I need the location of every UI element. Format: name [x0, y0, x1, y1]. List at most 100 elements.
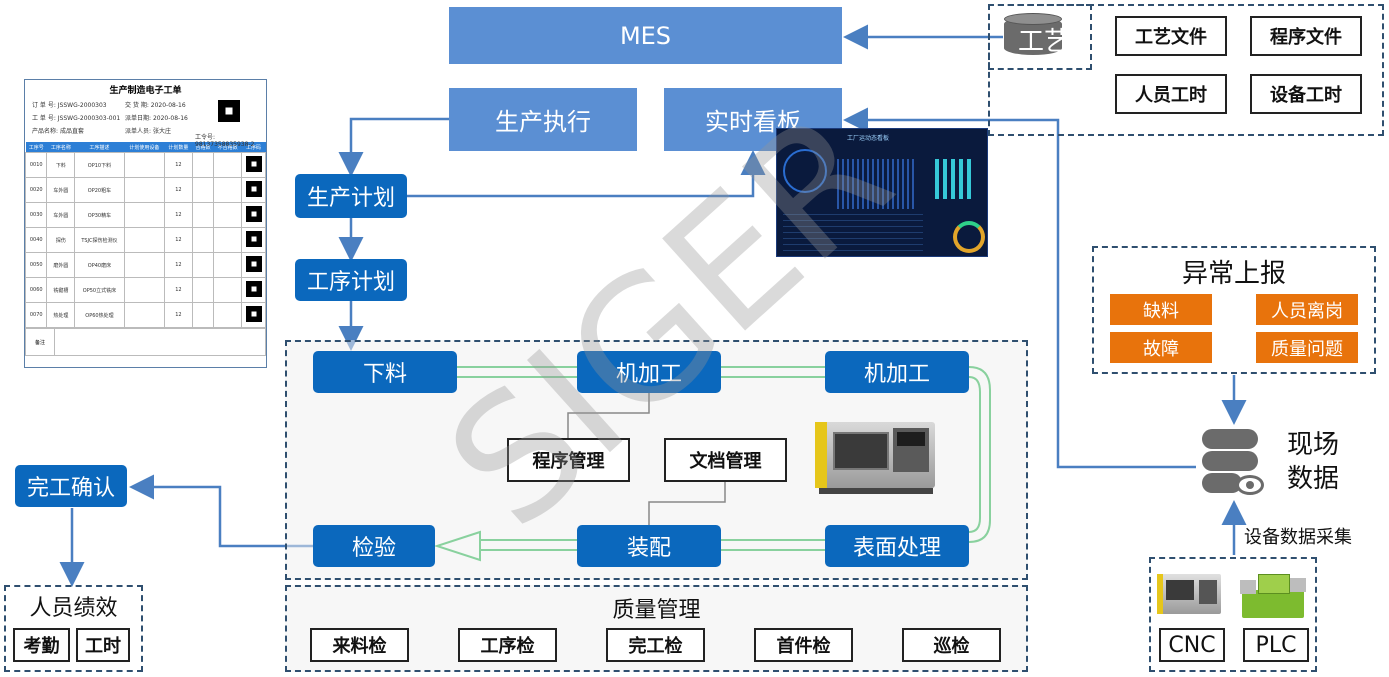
table-cell: 12: [164, 277, 193, 303]
table-cell: [191, 277, 215, 303]
work-order-header-cell: 计划使用设备: [124, 142, 165, 153]
qr-code-icon: [245, 256, 262, 272]
table-cell: 12: [164, 227, 193, 253]
table-cell: [241, 152, 266, 178]
field-data-label: 现场 数据: [1287, 428, 1339, 496]
table-cell: [241, 277, 266, 303]
dashboard-radar: [783, 149, 827, 193]
quality-issue-label: 质量问题: [1271, 338, 1343, 360]
device-data-collection-label: 设备数据采集: [1244, 527, 1352, 548]
table-cell: [213, 302, 243, 328]
table-cell: 0050: [24, 252, 48, 278]
staff-absent-box: 人员离岗: [1256, 294, 1358, 325]
program-management-label: 程序管理: [532, 451, 605, 472]
material-shortage-box: 缺料: [1110, 294, 1212, 325]
issue-date: 2020-08-16: [152, 115, 188, 122]
material-shortage-label: 缺料: [1143, 300, 1179, 322]
craft-database-icon: 工艺: [1004, 13, 1090, 57]
table-cell: [241, 177, 266, 203]
table-cell: OP30精车: [74, 202, 125, 228]
work-order-header-cell: 工序名称: [46, 142, 75, 153]
table-cell: [191, 302, 215, 328]
table-cell: OP10下料: [74, 152, 125, 178]
table-cell: 下料: [46, 152, 76, 178]
mes-label: MES: [619, 21, 672, 50]
performance-title: 人员绩效: [29, 596, 118, 621]
table-cell: 0060: [24, 277, 48, 303]
field-data-line1: 现场: [1287, 430, 1340, 460]
staff-absent-label: 人员离岗: [1271, 300, 1343, 322]
delivery-date: 2020-08-16: [150, 102, 186, 109]
table-cell: 0070: [24, 302, 48, 328]
performance-group: [4, 585, 143, 672]
plc-box: PLC: [1243, 628, 1309, 662]
qr-code-icon: [245, 281, 262, 297]
mes-box: MES: [449, 7, 842, 64]
program-file-box: 程序文件: [1250, 16, 1362, 56]
production-plan-box: 生产计划: [295, 174, 407, 218]
table-cell: 磨外圆: [46, 252, 76, 278]
table-cell: [123, 202, 166, 228]
assembly-step: 装配: [577, 525, 721, 567]
table-cell: [213, 277, 243, 303]
cnc-machine-icon: [1157, 572, 1223, 620]
process-plan-box: 工序计划: [295, 259, 407, 301]
work-order-remark: 备注: [25, 328, 266, 356]
table-cell: [241, 202, 266, 228]
craft-group: [988, 4, 1384, 136]
table-cell: 0010: [24, 152, 48, 178]
production-execution-box: 生产执行: [449, 88, 637, 151]
program-management-box: 程序管理: [507, 438, 630, 482]
completion-confirm-box: 完工确认: [15, 465, 127, 507]
table-cell: [123, 277, 166, 303]
qr-code-icon: [245, 231, 262, 247]
process-plan-label: 工序计划: [306, 270, 395, 295]
work-order-header-cell: 工序描述: [74, 142, 125, 153]
cnc-box: CNC: [1159, 628, 1225, 662]
patrol-inspection-box: 巡检: [902, 628, 1001, 662]
table-cell: [123, 177, 166, 203]
fault-box: 故障: [1110, 332, 1212, 363]
dashboard-title: 工厂运动态看板: [847, 135, 890, 142]
final-inspection-label: 完工检: [628, 636, 683, 657]
dashboard-thumbnail: 工厂运动态看板: [776, 128, 988, 257]
craft-db-frame: [988, 4, 1092, 70]
surface-treatment-label: 表面处理: [852, 536, 941, 561]
machining-step-2: 机加工: [825, 351, 969, 393]
qr-code-icon: [245, 181, 262, 197]
table-cell: [191, 152, 215, 178]
plc-label: PLC: [1255, 632, 1297, 658]
work-hours-label: 工时: [85, 636, 121, 657]
ticket-no: JSSWG-2000303-001: [57, 115, 121, 122]
blanking-label: 下料: [362, 362, 407, 387]
first-article-inspection-label: 首件检: [776, 636, 831, 657]
production-plan-label: 生产计划: [306, 186, 395, 211]
attendance-label: 考勤: [23, 636, 60, 657]
table-cell: 铣键槽: [46, 277, 76, 303]
table-cell: OP50立式铣床: [74, 277, 125, 303]
labor-hours-label: 人员工时: [1135, 85, 1207, 106]
document-management-box: 文档管理: [664, 438, 787, 482]
process-inspection-label: 工序检: [480, 636, 535, 657]
work-order-meta: 订 单 号: JSSWG-2000303 交 货 期: 2020-08-16 工…: [32, 100, 255, 148]
dispatcher: 张大庄: [152, 128, 171, 135]
incoming-inspection-box: 来料检: [310, 628, 409, 662]
table-cell: 12: [164, 152, 193, 178]
work-order-header-cell: 工序码: [241, 142, 266, 153]
first-article-inspection-box: 首件检: [754, 628, 853, 662]
production-execution-label: 生产执行: [495, 108, 591, 136]
incoming-inspection-label: 来料检: [332, 636, 387, 657]
attendance-box: 考勤: [13, 628, 70, 662]
assembly-label: 装配: [626, 536, 671, 561]
table-cell: TSJC探伤检测仪: [74, 227, 125, 253]
table-cell: [213, 152, 243, 178]
table-cell: [123, 302, 166, 328]
field-data-line2: 数据: [1287, 464, 1340, 494]
dashboard-columns: [935, 159, 975, 199]
work-order-title: 生产制造电子工单: [109, 86, 182, 96]
inspection-label: 检验: [351, 536, 396, 561]
